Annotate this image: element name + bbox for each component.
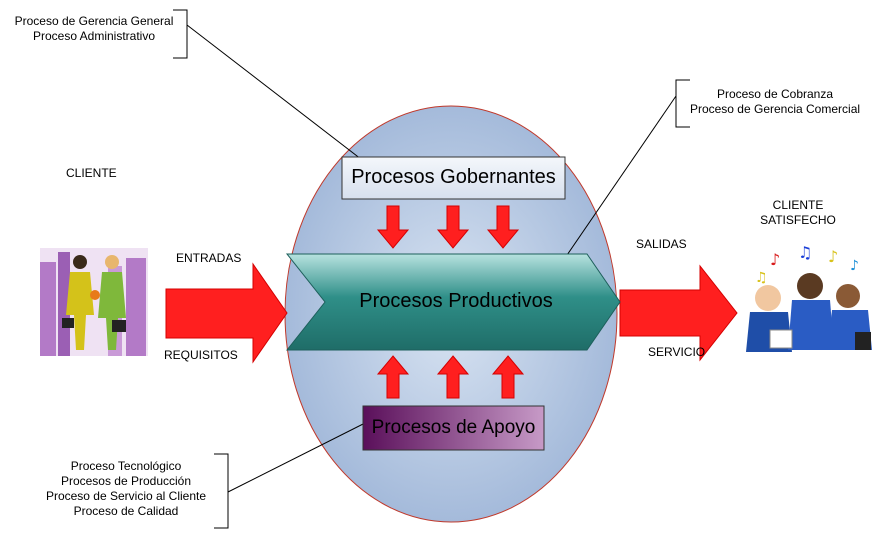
governing-box-label: Procesos Gobernantes (351, 166, 556, 188)
label-line: SATISFECHO (760, 213, 836, 227)
callout-bracket-bottom-left (214, 453, 229, 529)
note-line: Proceso Tecnológico (70, 459, 182, 473)
client-label: CLIENTE (66, 166, 117, 180)
requirements-label: REQUISITOS (164, 348, 238, 362)
top-right-note: Proceso de Cobranza Proceso de Gerencia … (684, 87, 866, 117)
note-line: Proceso de Gerencia Comercial (689, 102, 861, 116)
up-arrow-2 (436, 355, 470, 399)
note-line: Proceso de Gerencia General (14, 14, 174, 28)
bottom-left-note: Proceso Tecnológico Procesos de Producci… (36, 459, 216, 519)
down-arrow-1 (376, 205, 410, 249)
svg-text:♪: ♪ (770, 250, 780, 269)
productive-chevron (285, 253, 621, 351)
governing-box (341, 156, 566, 200)
note-line: Proceso de Servicio al Cliente (45, 489, 207, 503)
callout-line-top-right (564, 95, 677, 259)
label-line: CLIENTE (772, 198, 824, 212)
up-arrow-1 (376, 355, 410, 399)
note-line: Proceso Administrativo (32, 29, 156, 43)
client-satisfied-label: CLIENTE SATISFECHO (748, 198, 848, 228)
productive-box-label: Procesos Productivos (359, 290, 553, 312)
service-label: SERVICIO (648, 345, 706, 359)
outputs-label: SALIDAS (636, 237, 687, 251)
business-people-handshake-icon (40, 248, 148, 356)
down-arrow-3 (486, 205, 520, 249)
input-arrow (165, 262, 288, 364)
callout-line-top-left (186, 24, 371, 167)
singing-people-icon: ♪ ♫ ♪ ♪ ♫ (746, 243, 872, 352)
output-arrow (619, 264, 738, 362)
callout-bracket-top-left (173, 9, 188, 59)
support-box (362, 405, 545, 451)
note-line: Procesos de Producción (60, 474, 192, 488)
note-line: Proceso de Calidad (73, 504, 179, 518)
note-line: Proceso de Cobranza (716, 87, 834, 101)
top-left-note: Proceso de Gerencia General Proceso Admi… (8, 14, 180, 44)
svg-text:♫: ♫ (755, 270, 768, 286)
callout-bracket-top-right (675, 79, 690, 128)
svg-text:♪: ♪ (850, 258, 859, 274)
up-arrows (376, 355, 525, 399)
down-arrow-2 (436, 205, 470, 249)
svg-text:♫: ♫ (798, 243, 812, 262)
svg-text:♪: ♪ (828, 247, 838, 266)
up-arrow-3 (491, 355, 525, 399)
inputs-label: ENTRADAS (176, 251, 242, 265)
down-arrows (376, 205, 520, 249)
support-box-label: Procesos de Apoyo (371, 417, 536, 438)
callout-line-bottom-left (227, 417, 376, 493)
